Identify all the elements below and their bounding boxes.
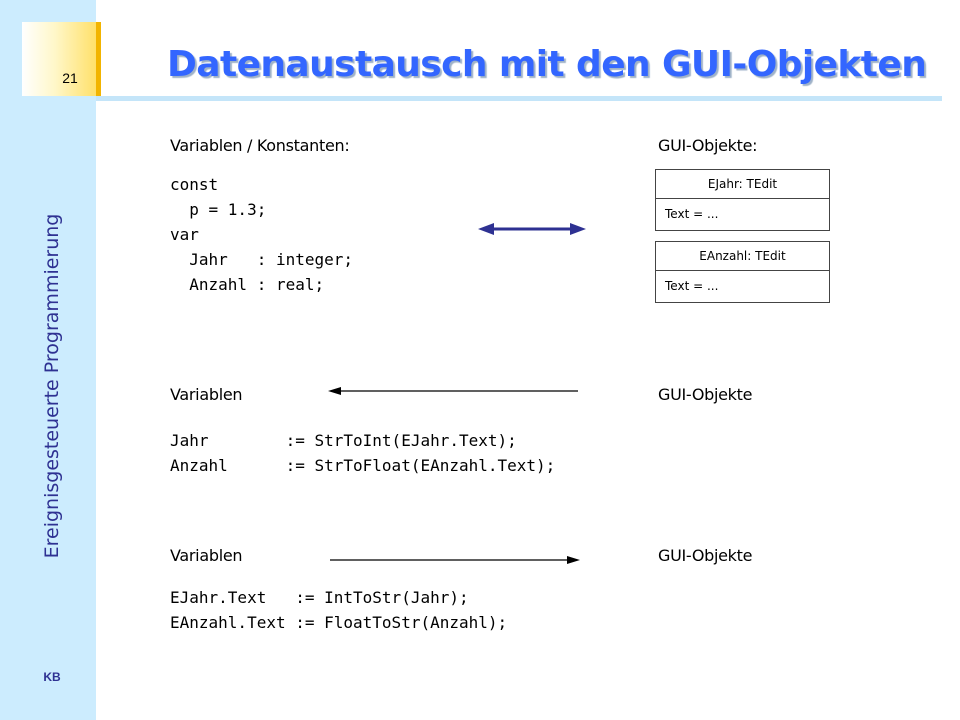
assignment-code-to-variables: Jahr := StrToInt(EJahr.Text); Anzahl := S… <box>170 428 555 478</box>
code-line: EAnzahl.Text := FloatToStr(Anzahl); <box>170 613 508 632</box>
code-line: var <box>170 225 199 244</box>
title-underline <box>96 96 942 101</box>
gui-objects-label: GUI-Objekte <box>658 385 753 404</box>
code-line: const <box>170 175 219 194</box>
declarations-code: const p = 1.3; var Jahr : integer; Anzahl… <box>170 172 353 297</box>
page-title: Datenaustausch mit den GUI-Objekten <box>167 44 927 85</box>
double-arrow-icon <box>478 223 586 235</box>
code-line: Jahr : integer; <box>170 250 354 269</box>
gui-object-eanzahl: EAnzahl: TEdit Text = ... <box>655 241 830 303</box>
sidebar <box>0 0 96 720</box>
code-line: Jahr := StrToInt(EJahr.Text); <box>170 431 517 450</box>
gui-object-text-property: Text = ... <box>665 279 719 293</box>
variables-label: Variablen <box>170 385 243 404</box>
variables-label: Variablen <box>170 546 243 565</box>
code-line: EJahr.Text := IntToStr(Jahr); <box>170 588 469 607</box>
page-number-box <box>22 22 96 96</box>
code-line: p = 1.3; <box>170 200 267 219</box>
assignment-code-to-gui: EJahr.Text := IntToStr(Jahr); EAnzahl.Tex… <box>170 585 507 635</box>
variables-constants-label: Variablen / Konstanten: <box>170 136 350 155</box>
page-number: 21 <box>62 70 78 86</box>
gui-objects-label: GUI-Objekte: <box>658 136 758 155</box>
arrow-left-icon <box>328 387 578 395</box>
arrow-right-icon <box>330 556 580 564</box>
gui-object-header: EAnzahl: TEdit <box>656 242 829 271</box>
gui-objects-label: GUI-Objekte <box>658 546 753 565</box>
author-initials: KB <box>43 670 61 684</box>
code-line: Anzahl := StrToFloat(EAnzahl.Text); <box>170 456 556 475</box>
gui-object-header: EJahr: TEdit <box>656 170 829 199</box>
gui-object-text-property: Text = ... <box>665 207 719 221</box>
gui-object-ejahr: EJahr: TEdit Text = ... <box>655 169 830 231</box>
accent-vertical-line <box>96 22 101 98</box>
code-line: Anzahl : real; <box>170 275 325 294</box>
